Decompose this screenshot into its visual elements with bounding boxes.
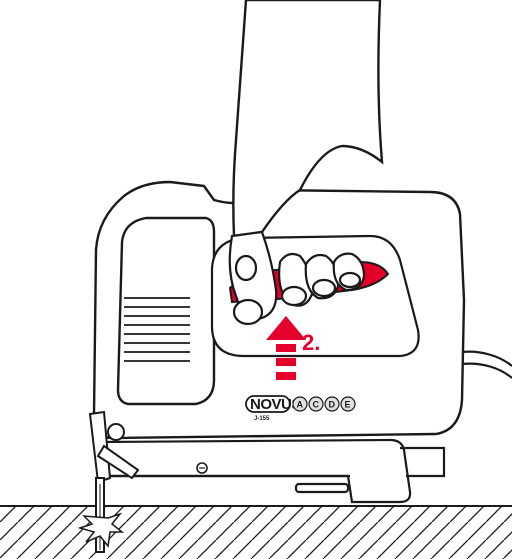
- model-number: J-155: [254, 416, 270, 422]
- mode-key-d: D: [329, 400, 336, 410]
- mode-key-e: E: [345, 400, 351, 410]
- mode-key-a: A: [297, 400, 304, 410]
- base-plate: [100, 440, 444, 502]
- mode-key-c: C: [313, 400, 320, 410]
- power-cord: [462, 352, 512, 378]
- workpiece-surface: [0, 506, 512, 559]
- step-number-label: 2.: [302, 330, 320, 355]
- saw-blade: [96, 478, 104, 552]
